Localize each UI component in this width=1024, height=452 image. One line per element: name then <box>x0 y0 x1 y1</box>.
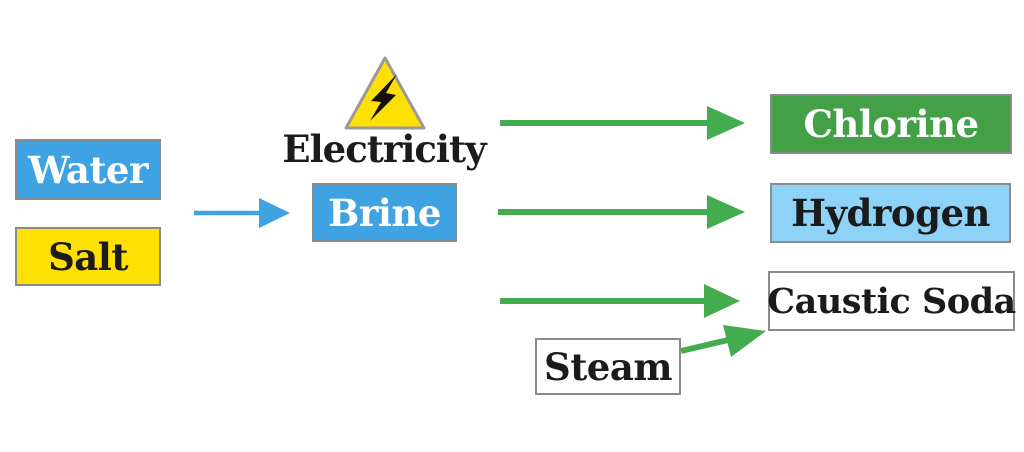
node-brine: Brine <box>312 183 457 242</box>
node-water-label: Water <box>28 147 148 192</box>
arrow-inputs-to-brine <box>194 198 290 228</box>
arrow-brine-to-caustic-soda <box>500 284 740 318</box>
node-electricity-label: Electricity <box>282 127 486 171</box>
node-salt-label: Salt <box>48 234 128 279</box>
node-salt: Salt <box>15 227 161 286</box>
node-steam: Steam <box>535 338 681 395</box>
node-caustic-soda: Caustic Soda <box>767 271 1016 331</box>
lightning-bolt-glyph <box>370 74 397 121</box>
node-caustic-soda-label: Caustic Soda <box>767 280 1016 322</box>
node-hydrogen: Hydrogen <box>770 183 1011 243</box>
arrow-brine-to-hydrogen <box>498 195 745 229</box>
arrow-steam-to-caustic-soda <box>680 325 766 357</box>
node-hydrogen-label: Hydrogen <box>791 191 990 235</box>
lightning-warning-triangle-icon <box>344 56 426 130</box>
node-brine-label: Brine <box>328 190 441 235</box>
node-water: Water <box>15 139 161 200</box>
node-steam-label: Steam <box>544 344 672 389</box>
node-chlorine-label: Chlorine <box>803 102 979 146</box>
node-chlorine: Chlorine <box>770 94 1012 154</box>
arrow-brine-to-chlorine <box>500 106 745 140</box>
